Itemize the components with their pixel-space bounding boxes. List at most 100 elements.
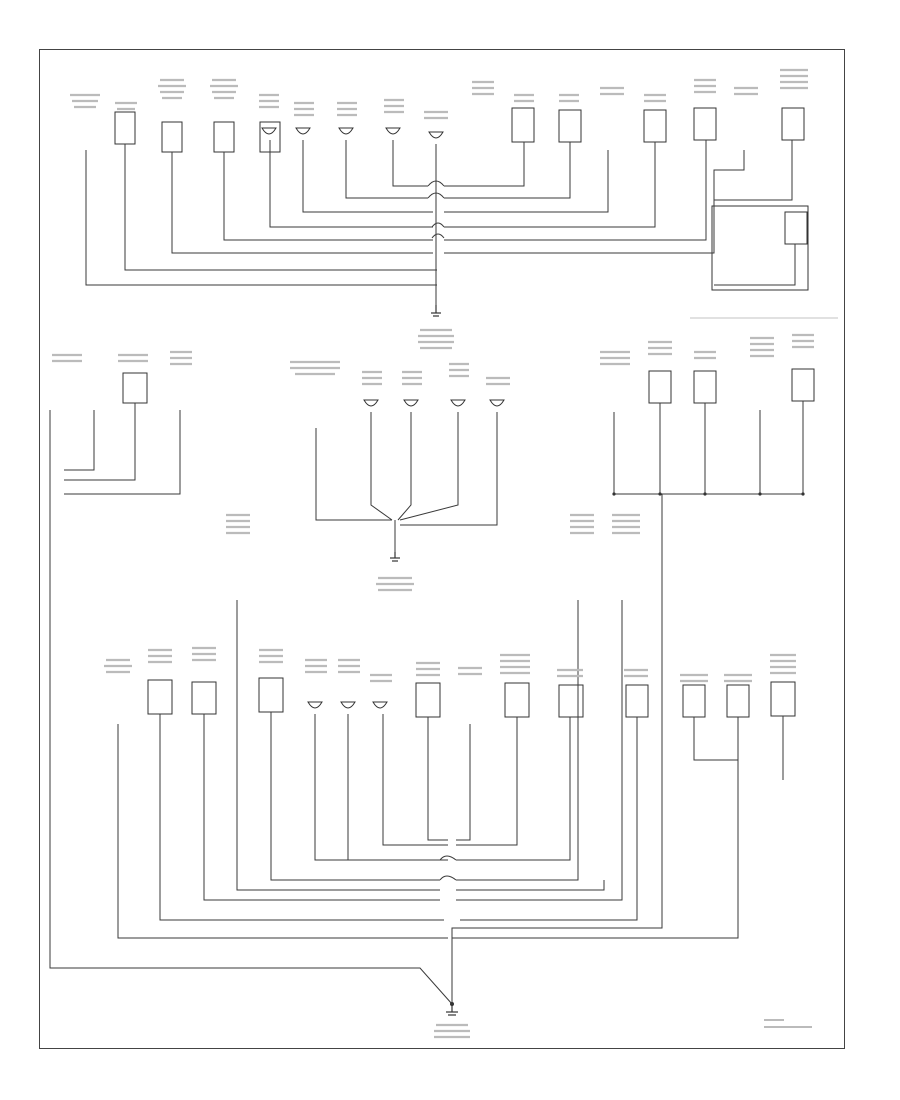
bus-crossovers: [427, 180, 457, 881]
mid-right-label-stubs: [226, 333, 814, 535]
wire: [159, 714, 444, 921]
top-ground-junction: [431, 305, 441, 317]
mid-center-label-stubs: [290, 360, 510, 592]
wire: [444, 142, 656, 228]
component-box: [511, 107, 535, 143]
top-label-stubs: [70, 68, 808, 120]
component-box: [784, 211, 808, 245]
wire: [270, 712, 440, 881]
top-components: [114, 107, 809, 291]
bottom-components: [147, 677, 796, 718]
bulb-icon: [338, 127, 354, 135]
wire: [269, 140, 433, 228]
component-box: [726, 684, 750, 718]
wire: [315, 428, 392, 521]
wire: [456, 880, 605, 891]
wire: [399, 412, 459, 521]
wire: [714, 244, 796, 286]
wire: [444, 142, 525, 187]
component-box: [258, 677, 284, 713]
component-box: [504, 682, 530, 718]
wire: [613, 412, 804, 495]
component-box: [415, 682, 441, 718]
component-box: [648, 370, 672, 404]
main-ground-label: [434, 1023, 470, 1039]
component-box: [693, 107, 717, 141]
component-box: [781, 107, 805, 141]
component-box: [625, 684, 649, 718]
bulb-icon: [428, 131, 444, 139]
wire: [444, 140, 793, 254]
wire: [64, 410, 181, 495]
component-box: [682, 684, 706, 718]
top-ground-label: [418, 328, 454, 350]
mid-right-components: [648, 368, 815, 404]
wire: [171, 152, 433, 254]
top-wires: [85, 140, 796, 305]
component-box: [791, 368, 815, 402]
component-box: [770, 681, 796, 717]
mid-right-splices: [612, 492, 805, 496]
wire: [456, 600, 579, 881]
component-box: [114, 111, 136, 145]
wire: [444, 142, 571, 199]
wire: [382, 714, 448, 846]
component-box: [122, 372, 148, 404]
wire: [223, 152, 433, 241]
mid-center-ground-junction: [390, 552, 400, 562]
wire: [370, 412, 393, 521]
wire: [713, 150, 745, 200]
top-bulbs: [261, 127, 444, 139]
mid-center-wires: [315, 412, 498, 552]
bottom-label-stubs: [104, 646, 796, 683]
mid-left-label-stubs: [52, 350, 192, 366]
wire: [400, 412, 498, 526]
bulb-icon: [372, 701, 388, 709]
component-box: [191, 681, 217, 715]
wire: [456, 600, 623, 901]
component-box: [558, 684, 584, 718]
wire: [124, 144, 437, 271]
wire: [456, 717, 571, 861]
component-box: [558, 109, 582, 143]
bulb-icon: [450, 399, 466, 407]
bulb-icon: [489, 399, 505, 407]
component-box: [693, 370, 717, 404]
bottom-bulbs: [307, 701, 388, 709]
bulb-icon: [403, 399, 419, 407]
wire: [302, 140, 433, 213]
wire: [117, 724, 448, 939]
wire: [236, 600, 440, 891]
mid-left-components: [122, 372, 148, 404]
wire: [397, 412, 412, 521]
wire: [392, 140, 428, 187]
component-box: [147, 679, 173, 715]
bulb-icon: [340, 701, 356, 709]
wire: [452, 717, 739, 939]
wire: [64, 403, 136, 481]
main-ground-splice: [450, 1002, 454, 1006]
legend-marks: [764, 1019, 812, 1028]
component-box: [213, 121, 235, 153]
wire: [444, 150, 609, 213]
wire: [203, 714, 440, 901]
wire: [451, 494, 663, 1004]
wire: [314, 714, 448, 861]
wire: [49, 410, 453, 1005]
wire: [64, 410, 95, 471]
component-box: [643, 109, 667, 143]
wire: [444, 140, 707, 241]
bulb-icon: [261, 127, 277, 135]
wire: [693, 717, 738, 761]
bulb-icon: [363, 399, 379, 407]
wire: [460, 717, 638, 921]
bulb-icon: [295, 127, 311, 135]
diagram-frame: [39, 49, 845, 1049]
wire: [427, 717, 448, 841]
bulb-icon: [307, 701, 323, 709]
wire: [85, 150, 437, 286]
mid-center-bulbs: [363, 399, 505, 407]
bottom-wires: [117, 600, 784, 939]
mid-left-wires: [49, 403, 453, 1005]
